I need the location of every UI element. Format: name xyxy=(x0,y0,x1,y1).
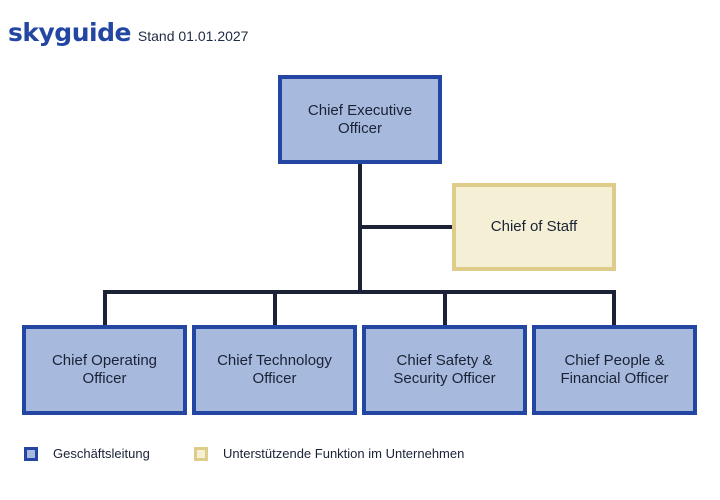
ceo-box: Chief Executive Officer xyxy=(278,75,442,164)
cto-label: Chief Technology Officer xyxy=(217,352,332,387)
legend-swatch-support xyxy=(194,446,208,461)
skyguide-logo: skyguide xyxy=(8,18,131,47)
legend-label-support: Unterstützende Funktion im Unternehmen xyxy=(223,446,465,461)
csso-box: Chief Safety & Security Officer xyxy=(362,325,527,415)
coo-box: Chief Operating Officer xyxy=(22,325,187,415)
legend-item-leadership: Geschäftsleitung xyxy=(24,446,150,461)
chief-of-staff-box: Chief of Staff xyxy=(452,183,616,271)
header: skyguide Stand 01.01.2027 xyxy=(8,18,248,47)
coo-label: Chief Operating Officer xyxy=(51,352,158,387)
csso-label: Chief Safety & Security Officer xyxy=(393,352,496,387)
chief-of-staff-label: Chief of Staff xyxy=(490,218,578,235)
legend-swatch-leadership xyxy=(24,446,38,461)
cpfo-label: Chief People & Financial Officer xyxy=(560,352,669,387)
stand-date: Stand 01.01.2027 xyxy=(137,28,249,44)
legend-item-support: Unterstützende Funktion im Unternehmen xyxy=(194,446,464,461)
cpfo-box: Chief People & Financial Officer xyxy=(532,325,697,415)
cto-box: Chief Technology Officer xyxy=(192,325,357,415)
ceo-label: Chief Executive Officer xyxy=(307,101,413,137)
legend-label-leadership: Geschäftsleitung xyxy=(53,446,150,461)
